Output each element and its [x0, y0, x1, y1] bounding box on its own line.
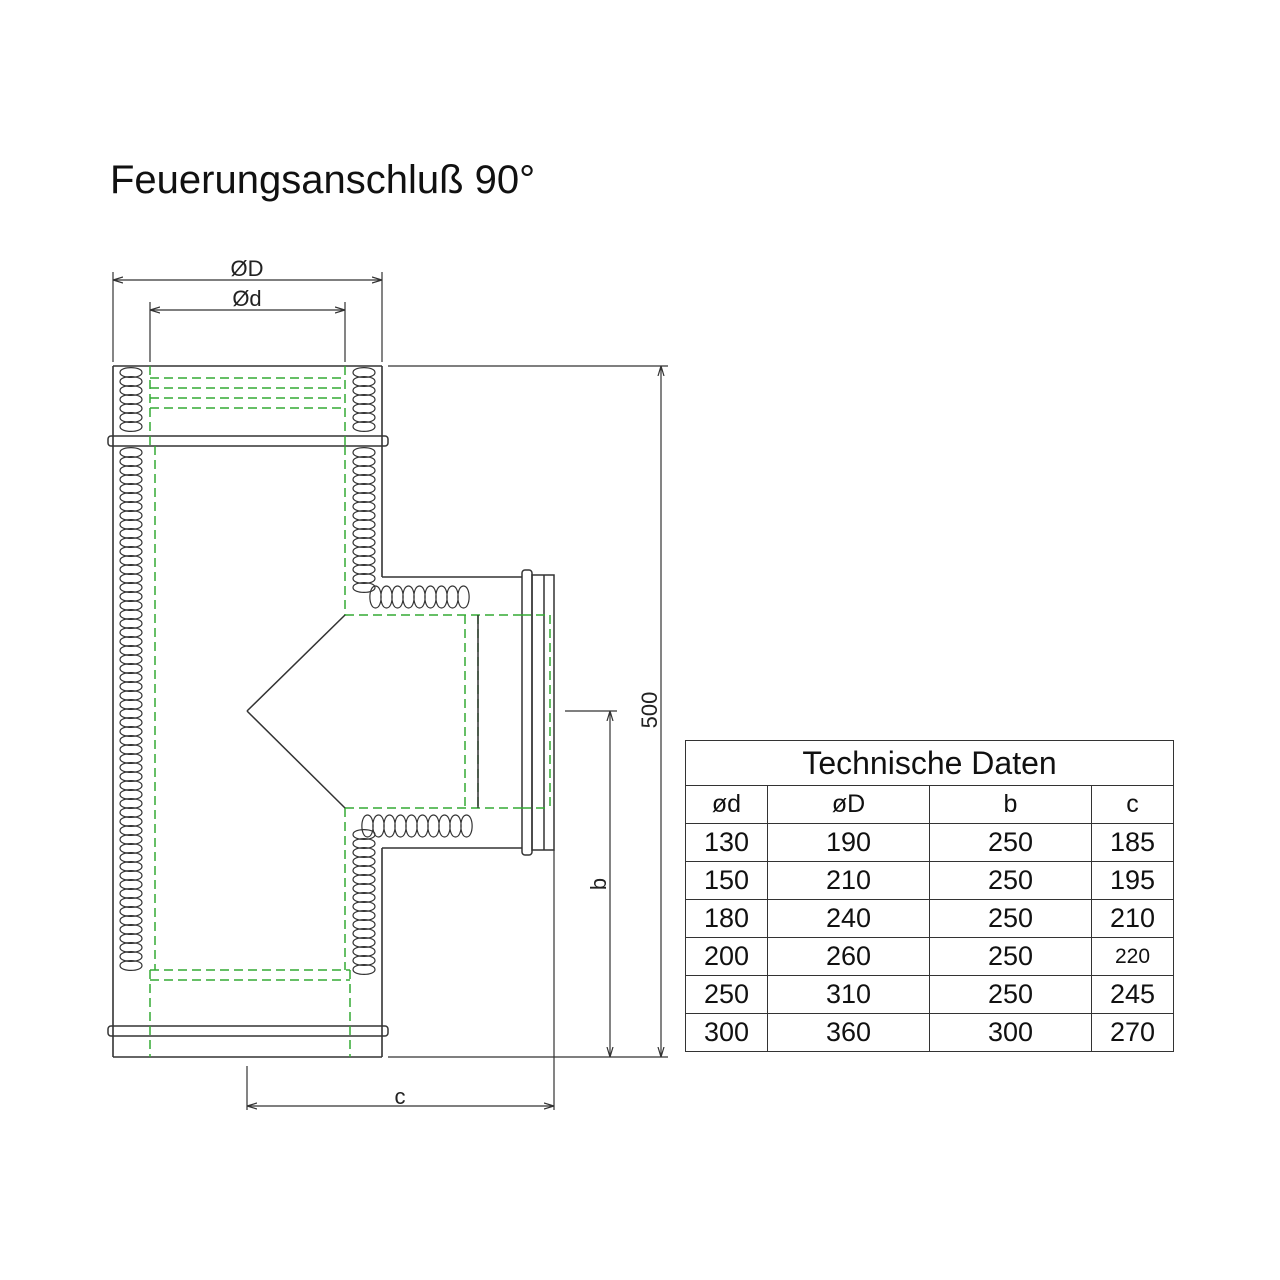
- table-cell: 210: [1091, 899, 1174, 938]
- column-header: øD: [767, 785, 930, 824]
- dim-label-c: c: [395, 1084, 406, 1109]
- insulation-coils: [119, 367, 473, 975]
- insulation-coil: [352, 447, 376, 593]
- inner-pipe: [149, 366, 551, 1057]
- table-row: 150 210 250 195: [685, 861, 1174, 900]
- table-cell: 150: [685, 861, 768, 900]
- column-header: b: [929, 785, 1092, 824]
- insulation-coil: [352, 367, 376, 432]
- table-cell: 300: [685, 1013, 768, 1052]
- table-cell: 195: [1091, 861, 1174, 900]
- table-row: 250 310 250 245: [685, 975, 1174, 1014]
- insulation-coil: [119, 447, 143, 971]
- table-cell: 220: [1091, 937, 1174, 976]
- column-header: c: [1091, 785, 1174, 824]
- outer-shell: [112, 365, 522, 1058]
- collar-bands: [107, 435, 555, 1037]
- table-cell: 250: [929, 937, 1092, 976]
- page-title: Feuerungsanschluß 90°: [110, 158, 536, 202]
- table-header-row: ød øD b c: [685, 785, 1174, 824]
- dim-label-height: 500: [637, 692, 662, 729]
- table-cell: 130: [685, 823, 768, 862]
- table-cell: 240: [767, 899, 930, 938]
- dimension-labels: ØD Ød 500 b c: [231, 256, 663, 1109]
- table-cell: 180: [685, 899, 768, 938]
- table-cell: 250: [929, 899, 1092, 938]
- table-row: 130 190 250 185: [685, 823, 1174, 862]
- table-cell: 190: [767, 823, 930, 862]
- table-row: 200 260 250 220: [685, 937, 1174, 976]
- table-cell: 250: [929, 861, 1092, 900]
- dim-label-inner-diameter: Ød: [232, 286, 261, 311]
- table-caption: Technische Daten: [685, 740, 1174, 786]
- table-cell: 360: [767, 1013, 930, 1052]
- branch-cone: [246, 614, 479, 809]
- table-row: 180 240 250 210: [685, 899, 1174, 938]
- table-cell: 185: [1091, 823, 1174, 862]
- table-cell: 250: [929, 823, 1092, 862]
- table-cell: 300: [929, 1013, 1092, 1052]
- insulation-coil: [361, 814, 473, 838]
- insulation-coil: [369, 585, 470, 609]
- table-cell: 200: [685, 937, 768, 976]
- dimension-lines: [112, 272, 668, 1110]
- table-caption-row: Technische Daten: [685, 740, 1174, 786]
- table-cell: 245: [1091, 975, 1174, 1014]
- table-cell: 250: [685, 975, 768, 1014]
- insulation-coil: [352, 829, 376, 975]
- table-cell: 210: [767, 861, 930, 900]
- table-cell: 260: [767, 937, 930, 976]
- table-cell: 250: [929, 975, 1092, 1014]
- table-cell: 270: [1091, 1013, 1174, 1052]
- table-cell: 310: [767, 975, 930, 1014]
- column-header: ød: [685, 785, 768, 824]
- dim-label-b: b: [586, 878, 611, 890]
- insulation-coil: [119, 367, 143, 432]
- dim-label-outer-diameter: ØD: [231, 256, 264, 281]
- technical-data-table: Technische Daten ød øD b c 130 190 250 1…: [685, 740, 1174, 1052]
- table-row: 300 360 300 270: [685, 1013, 1174, 1052]
